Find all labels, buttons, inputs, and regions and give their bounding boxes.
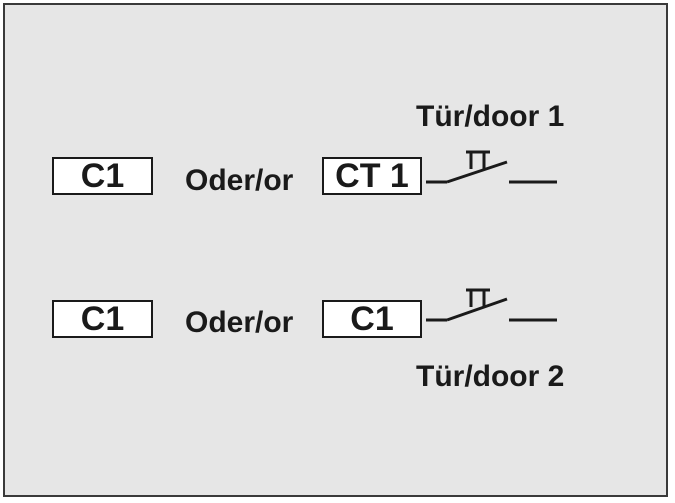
row2-right-box: C1 [322,300,422,338]
door2-label: Tür/door 2 [416,360,565,393]
door1-switch-symbol [426,150,557,184]
row1-right-box: CT 1 [322,157,422,195]
row2-connector-label: Oder/or [185,306,294,339]
door1-label: Tür/door 1 [416,100,565,133]
door2-switch-symbol [426,288,557,322]
row1-connector-label: Oder/or [185,164,294,197]
row2-left-box: C1 [52,300,153,338]
row1-left-box: C1 [52,157,153,195]
diagram-panel [3,3,668,497]
